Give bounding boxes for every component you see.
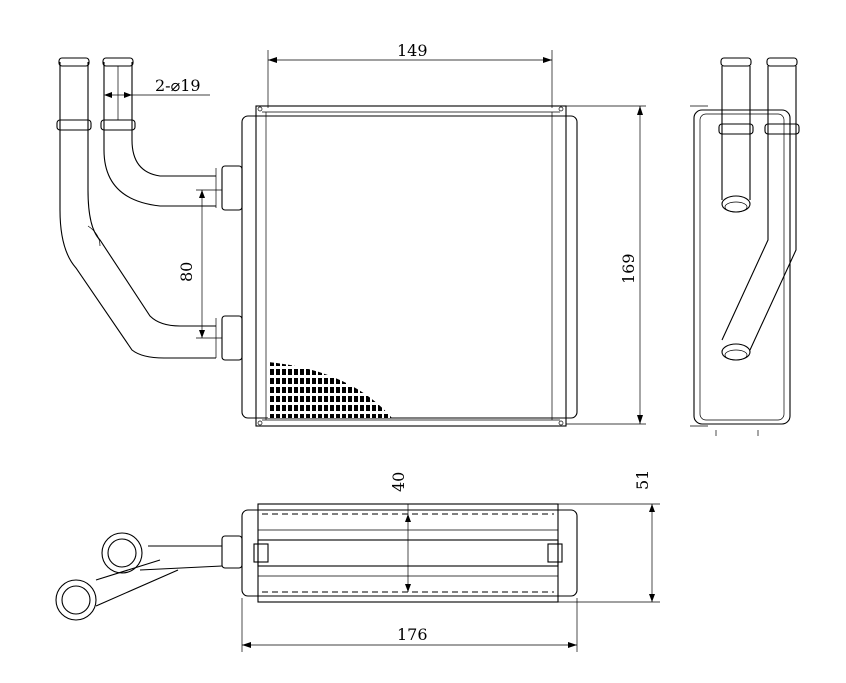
dimension-core-depth: 40 — [389, 472, 411, 592]
dimension-core-width: 149 — [267, 41, 553, 108]
dimension-pipe-diameter: 2-⌀19 — [104, 76, 210, 98]
dimension-core-width-label: 149 — [397, 41, 428, 60]
upper-pipe — [100, 57, 216, 207]
front-view: 2-⌀19 80 149 169 — [56, 41, 646, 427]
dimension-pipe-spacing-label: 80 — [177, 262, 196, 282]
top-view: 40 51 176 — [55, 470, 660, 652]
top-view-pipes — [55, 532, 243, 621]
dimension-core-height: 169 — [566, 105, 646, 425]
dimension-total-width: 176 — [241, 598, 578, 652]
dimension-total-width-label: 176 — [397, 625, 428, 644]
dimension-pipe-spacing: 80 — [177, 189, 222, 339]
dimension-core-depth-label: 40 — [389, 472, 408, 492]
lower-pipe — [56, 57, 216, 359]
dimension-total-depth-label: 51 — [633, 470, 652, 490]
side-view — [690, 57, 800, 436]
pipe-stubs — [215, 165, 243, 361]
dimension-core-height-label: 169 — [619, 253, 638, 284]
fin-hatching — [268, 362, 392, 418]
dimension-total-depth: 51 — [558, 470, 660, 603]
heater-core-body — [241, 105, 578, 427]
dimension-pipe-diameter-label: 2-⌀19 — [155, 76, 201, 95]
